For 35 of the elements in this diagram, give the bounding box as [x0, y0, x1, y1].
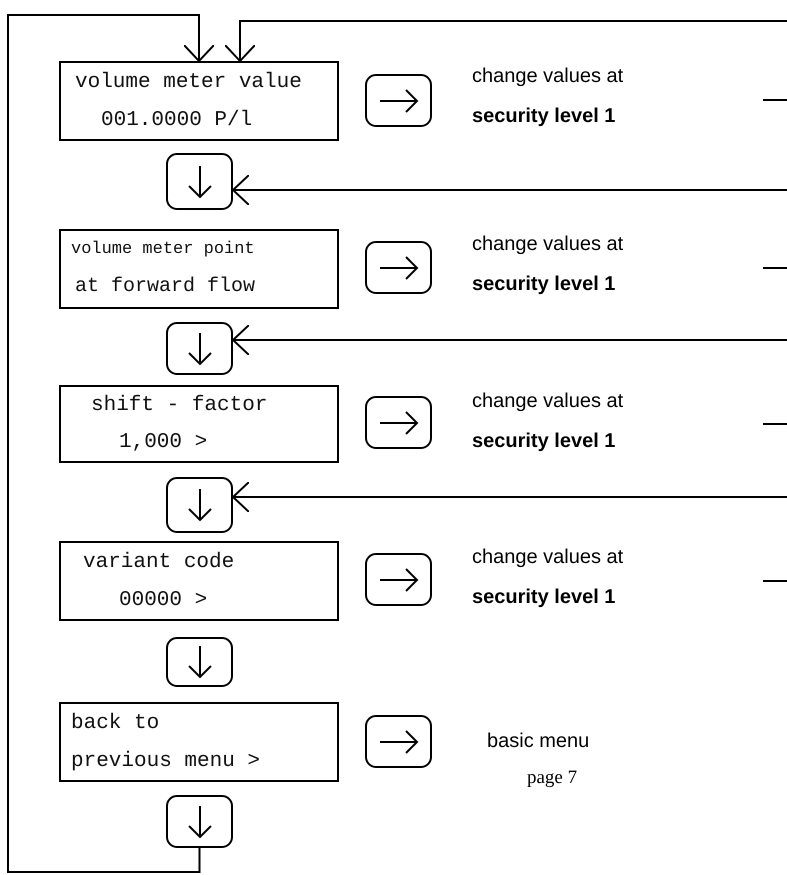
display-text: 00000 > — [118, 590, 208, 610]
display-text: back to — [70, 712, 160, 734]
key-button — [166, 637, 233, 687]
note-text: change values at — [472, 234, 624, 254]
display-screen — [59, 541, 339, 621]
display-text: volume meter value — [74, 72, 303, 92]
display-screen — [59, 385, 339, 463]
arrow — [232, 324, 787, 356]
display-text: 001.0000 P/l — [100, 110, 254, 130]
key-button — [166, 477, 233, 533]
display-text: previous menu > — [70, 750, 262, 772]
arrow — [7, 14, 215, 873]
display-text: shift - factor — [90, 395, 268, 416]
arrow — [224, 20, 787, 62]
display-text: 1,000 > — [118, 432, 208, 453]
display-text: variant code — [82, 552, 236, 572]
page-reference: page 7 — [527, 768, 578, 787]
display-text: volume meter point — [70, 240, 256, 258]
display-screen — [59, 702, 339, 782]
security-level-text: security level 1 — [472, 106, 616, 126]
arrow — [232, 174, 787, 206]
display-screen — [59, 61, 339, 141]
security-level-text: security level 1 — [472, 587, 616, 607]
key-button — [166, 795, 233, 848]
note-text: change values at — [472, 66, 624, 86]
security-level-text: security level 1 — [472, 274, 616, 294]
display-screen — [59, 229, 339, 309]
key-button — [166, 153, 233, 210]
arrow — [232, 481, 787, 513]
note-text: change values at — [472, 391, 624, 411]
note-text: basic menu — [487, 731, 590, 751]
key-button — [166, 322, 233, 375]
security-level-text: security level 1 — [472, 431, 616, 451]
note-text: change values at — [472, 547, 624, 567]
display-text: at forward flow — [74, 277, 256, 298]
